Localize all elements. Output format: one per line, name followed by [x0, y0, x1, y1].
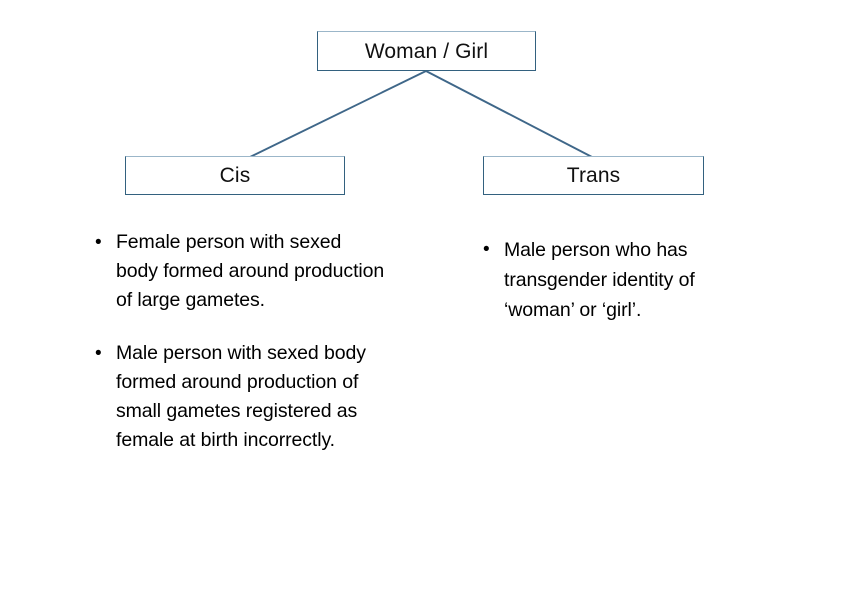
list-item: • Male person who has transgender identi… [476, 235, 721, 325]
node-cis[interactable]: Cis [125, 156, 345, 195]
list-item: • Male person with sexed body formed aro… [88, 339, 388, 455]
cis-bullet-text-1: Female person with sexed body formed aro… [116, 231, 385, 311]
node-trans-label: Trans [566, 164, 621, 187]
node-cis-label: Cis [219, 164, 251, 187]
cis-bullet-list: • Female person with sexed body formed a… [88, 228, 388, 455]
connector-root-to-trans [425, 70, 593, 158]
bullet-point-icon: • [483, 239, 490, 260]
cis-bullet-text-2: Male person with sexed body formed aroun… [116, 342, 366, 451]
trans-bullet-list: • Male person who has transgender identi… [476, 235, 721, 325]
node-woman-girl-label: Woman / Girl [364, 39, 489, 63]
list-item: • Female person with sexed body formed a… [88, 228, 388, 315]
node-trans[interactable]: Trans [483, 156, 704, 195]
connector-root-to-cis [249, 70, 427, 158]
trans-bullet-text-1: Male person who has transgender identity… [504, 239, 695, 321]
node-woman-girl[interactable]: Woman / Girl [317, 31, 536, 71]
bullet-point-icon: • [95, 232, 102, 253]
bullet-point-icon: • [95, 343, 102, 364]
